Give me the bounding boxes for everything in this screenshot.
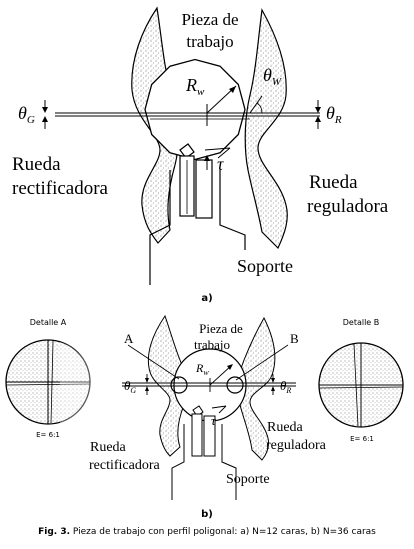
theta-w-label-a: θW: [263, 65, 282, 88]
workpiece-label-b2: trabajo: [194, 337, 230, 352]
workpiece-label-b: Pieza de: [199, 321, 243, 336]
tau-arrow-a: [204, 147, 231, 170]
regulating-wheel-label-b: Rueda: [267, 420, 304, 435]
detail-a: Detalle A E= 6:1: [5, 318, 91, 439]
tau-label-a: τ: [217, 154, 224, 174]
workpiece-label-a2: trabajo: [186, 32, 233, 51]
workpiece-label-a: Pieza de: [181, 10, 238, 29]
theta-g-arrows-b: [145, 374, 149, 395]
support-label-b: Soporte: [226, 472, 270, 487]
regulating-wheel-shape-b: [237, 316, 276, 461]
regulating-wheel-label-a: Rueda: [309, 172, 358, 193]
detail-b: Detalle B E= 6:1: [318, 318, 404, 443]
grinding-wheel-label-a: Rueda: [12, 154, 61, 175]
theta-r-arrows-a: [315, 100, 321, 129]
theta-g-arrows-a: [42, 100, 48, 129]
point-a-label: A: [124, 331, 134, 346]
theta-r-label-a: θR: [326, 103, 342, 126]
support-a: [149, 143, 246, 285]
theta-g-label-b: θG: [124, 378, 136, 395]
sublabel-b: b): [201, 509, 213, 520]
sublabel-a: a): [201, 293, 212, 304]
theta-g-label-a: θG: [18, 103, 35, 126]
diagram-a: Pieza de trabajo Rw θW θG θR τ Rueda rec…: [12, 6, 389, 304]
grinding-wheel-label-b: Rueda: [90, 440, 127, 455]
caption-text: Pieza de trabajo con perfil poligonal: a…: [70, 527, 376, 537]
diagram-b: Detalle A E= 6:1 Detalle B E= 6:1: [5, 314, 404, 520]
figure-number: Fig. 3.: [38, 527, 71, 537]
theta-r-label-b: θR: [280, 378, 291, 395]
grinding-wheel-label-b2: rectificadora: [89, 458, 161, 473]
radius-label-b: Rw: [195, 361, 209, 377]
support-b: [171, 405, 237, 500]
detail-b-title: Detalle B: [343, 318, 380, 327]
regulating-wheel-shape-a: [244, 8, 288, 250]
tau-label-b: τ: [211, 413, 217, 428]
figure-caption: Fig. 3. Pieza de trabajo con perfil poli…: [0, 527, 414, 537]
radius-label-a: Rw: [185, 75, 205, 98]
regulating-wheel-label-b2: reguladora: [266, 438, 327, 453]
regulating-wheel-label-a2: reguladora: [307, 196, 389, 217]
point-b-label: B: [290, 331, 299, 346]
detail-marker-b: [226, 376, 244, 394]
detail-a-title: Detalle A: [30, 318, 67, 327]
tau-arrow-b: [211, 405, 227, 414]
detail-marker-a: [170, 376, 188, 394]
grinding-wheel-label-a2: rectificadora: [12, 178, 109, 199]
detail-b-scale: E= 6:1: [350, 435, 374, 443]
workpiece-polygon-a: [144, 58, 246, 161]
support-label-a: Soporte: [237, 256, 293, 276]
theta-r-arrows-b: [271, 374, 275, 395]
detail-a-scale: E= 6:1: [36, 431, 60, 439]
